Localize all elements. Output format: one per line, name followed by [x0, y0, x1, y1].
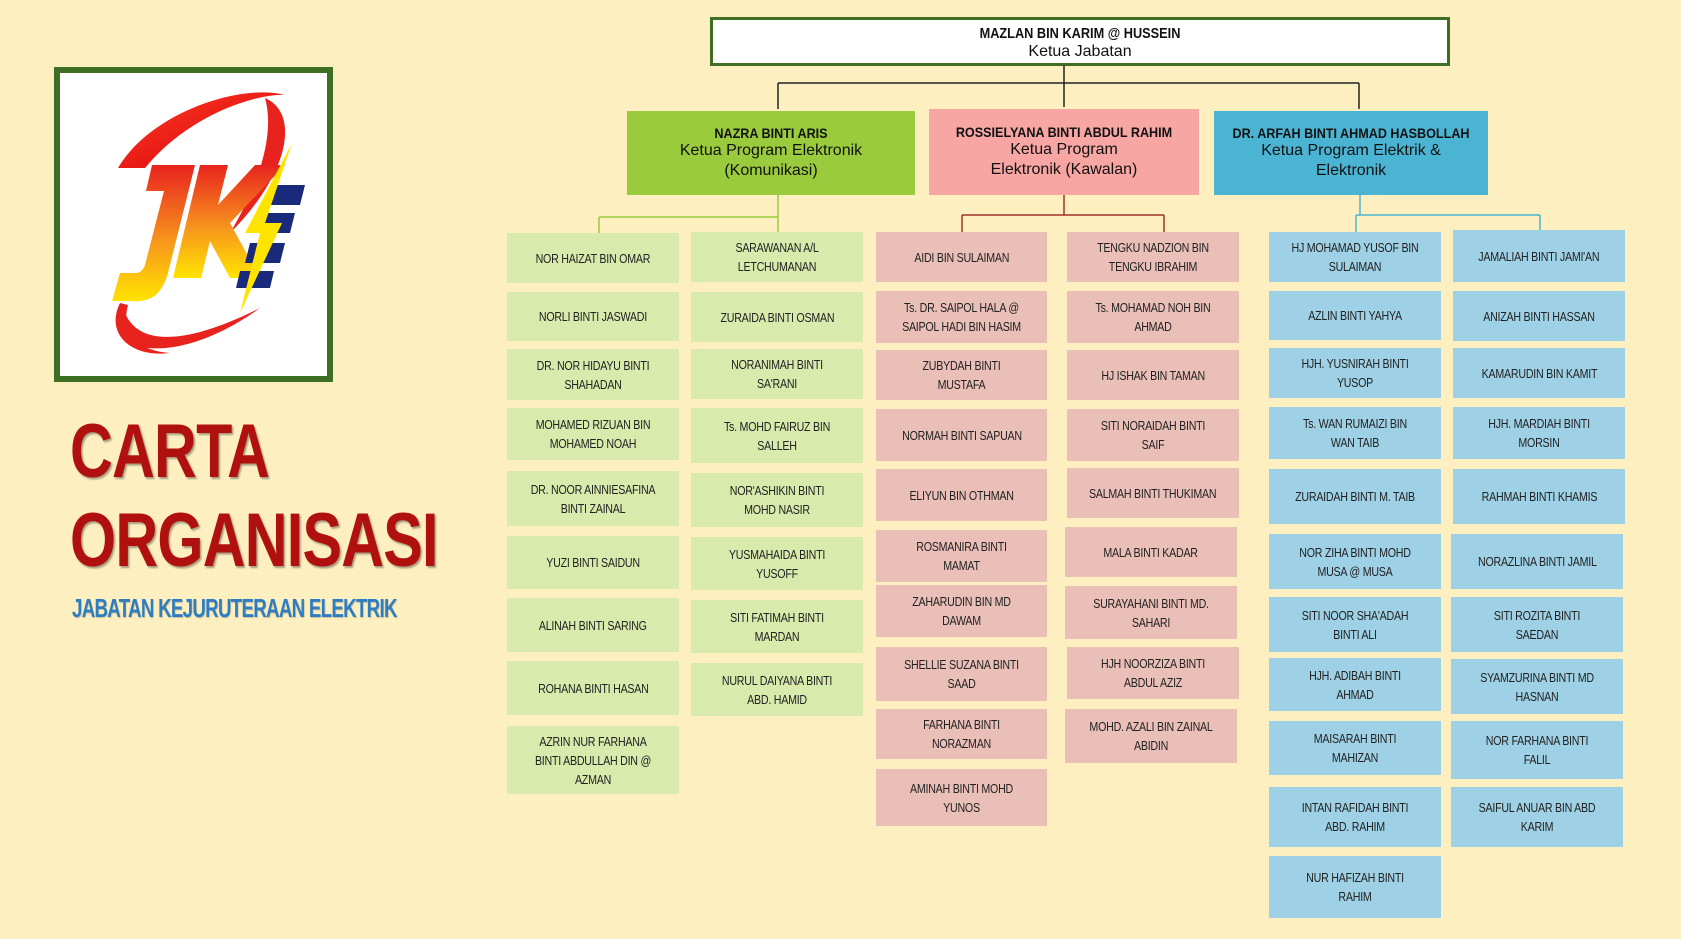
staff-node: NOR'ASHIKIN BINTI MOHD NASIR — [691, 473, 863, 527]
program-head-name: ROSSIELYANA BINTI ABDUL RAHIM — [955, 124, 1173, 140]
staff-node: ANIZAH BINTI HASSAN — [1453, 291, 1625, 341]
staff-node: AIDI BIN SULAIMAN — [876, 232, 1047, 282]
staff-node: KAMARUDIN BIN KAMIT — [1453, 348, 1625, 398]
title-line-1: CARTA — [70, 409, 270, 494]
staff-node: FARHANA BINTI NORAZMAN — [876, 709, 1047, 759]
program-head-role: Ketua Program Elektrik & Elektronik — [1261, 142, 1441, 179]
staff-node: SARAWANAN A/L LETCHUMANAN — [691, 232, 863, 282]
staff-node: ALINAH BINTI SARING — [507, 598, 679, 652]
staff-node: HJH. MARDIAH BINTI MORSIN — [1453, 407, 1625, 459]
logo-frame — [54, 67, 333, 382]
staff-node: HJH NOORZIZA BINTI ABDUL AZIZ — [1067, 647, 1239, 699]
staff-node: MAISARAH BINTI MAHIZAN — [1269, 721, 1441, 775]
staff-node: DR. NOR HIDAYU BINTI SHAHADAN — [507, 349, 679, 400]
program-head-elektrik-elektronik: DR. ARFAH BINTI AHMAD HASBOLLAH Ketua Pr… — [1214, 111, 1488, 195]
blue-connectors — [1355, 195, 1541, 233]
staff-node: YUSMAHAIDA BINTI YUSOFF — [691, 537, 863, 590]
staff-node: ROSMANIRA BINTI MAMAT — [876, 530, 1047, 582]
staff-node: ZUBYDAH BINTI MUSTAFA — [876, 350, 1047, 400]
head-role: Ketua Jabatan — [1028, 43, 1132, 60]
staff-node: NORANIMAH BINTI SA'RANI — [691, 349, 863, 399]
staff-node: NUR HAFIZAH BINTI RAHIM — [1269, 856, 1441, 918]
staff-node: RAHMAH BINTI KHAMIS — [1453, 469, 1625, 524]
staff-node: NORLI BINTI JASWADI — [507, 292, 679, 341]
staff-node: DR. NOOR AINNIESAFINA BINTI ZAINAL — [507, 471, 679, 526]
staff-node: Ts. WAN RUMAIZI BIN WAN TAIB — [1269, 407, 1441, 459]
staff-node: AZLIN BINTI YAHYA — [1269, 291, 1441, 340]
staff-node: SURAYAHANI BINTI MD. SAHARI — [1065, 586, 1237, 639]
staff-node: NURUL DAIYANA BINTI ABD. HAMID — [691, 663, 863, 716]
staff-node: ZAHARUDIN BIN MD DAWAM — [876, 585, 1047, 637]
staff-node: SAIFUL ANUAR BIN ABD KARIM — [1451, 787, 1623, 847]
program-head-komunikasi: NAZRA BINTI ARIS Ketua Program Elektroni… — [627, 111, 915, 195]
head-name: MAZLAN BIN KARIM @ HUSSEIN — [979, 25, 1181, 42]
staff-node: ROHANA BINTI HASAN — [507, 661, 679, 715]
staff-node: MOHD. AZALI BIN ZAINAL ABIDIN — [1065, 709, 1237, 763]
staff-node: HJH. YUSNIRAH BINTI YUSOP — [1269, 348, 1441, 398]
staff-node: MOHAMED RIZUAN BIN MOHAMED NOAH — [507, 408, 679, 460]
jke-logo-icon — [112, 92, 305, 354]
program-head-role: Ketua Program Elektronik (Komunikasi) — [679, 142, 863, 179]
head-connectors — [777, 66, 1360, 109]
staff-node: Ts. MOHAMAD NOH BIN AHMAD — [1067, 291, 1239, 343]
staff-node: ZURAIDAH BINTI M. TAIB — [1269, 469, 1441, 524]
staff-node: AZRIN NUR FARHANA BINTI ABDULLAH DIN @ A… — [507, 726, 679, 794]
program-head-name: DR. ARFAH BINTI AHMAD HASBOLLAH — [1232, 125, 1470, 141]
staff-node: NOR HAIZAT BIN OMAR — [507, 233, 679, 283]
staff-node: MALA BINTI KADAR — [1065, 527, 1237, 577]
program-head-kawalan: ROSSIELYANA BINTI ABDUL RAHIM Ketua Prog… — [929, 109, 1199, 195]
green-connectors — [598, 195, 779, 233]
head-of-department-box: MAZLAN BIN KARIM @ HUSSEIN Ketua Jabatan — [710, 17, 1450, 66]
title-line-2: ORGANISASI — [70, 498, 438, 583]
staff-node: HJ ISHAK BIN TAMAN — [1067, 350, 1239, 400]
staff-node: JAMALIAH BINTI JAMI'AN — [1453, 230, 1625, 282]
staff-node: SITI NORAIDAH BINTI SAIF — [1067, 409, 1239, 461]
staff-node: Ts. DR. SAIPOL HALA @ SAIPOL HADI BIN HA… — [876, 291, 1047, 343]
staff-node: SITI NOOR SHA'ADAH BINTI ALI — [1269, 597, 1441, 652]
staff-node: AMINAH BINTI MOHD YUNOS — [876, 769, 1047, 826]
program-head-role: Ketua Program Elektronik (Kawalan) — [990, 141, 1138, 178]
staff-node: NORAZLINA BINTI JAMIL — [1451, 534, 1623, 589]
staff-node: SITI FATIMAH BINTI MARDAN — [691, 600, 863, 653]
staff-node: HJ MOHAMAD YUSOF BIN SULAIMAN — [1269, 232, 1441, 282]
staff-node: NORMAH BINTI SAPUAN — [876, 409, 1047, 461]
staff-node: SITI ROZITA BINTI SAEDAN — [1451, 597, 1623, 652]
staff-node: Ts. MOHD FAIRUZ BIN SALLEH — [691, 408, 863, 463]
program-head-name: NAZRA BINTI ARIS — [714, 125, 828, 141]
staff-node: NOR FARHANA BINTI FALIL — [1451, 721, 1623, 779]
staff-node: SYAMZURINA BINTI MD HASNAN — [1451, 659, 1623, 714]
staff-node: ZURAIDA BINTI OSMAN — [691, 292, 863, 342]
staff-node: SHELLIE SUZANA BINTI SAAD — [876, 647, 1047, 701]
department-subtitle: JABATAN KEJURUTERAAN ELEKTRIK — [72, 593, 397, 623]
staff-node: INTAN RAFIDAH BINTI ABD. RAHIM — [1269, 787, 1441, 847]
staff-node: SALMAH BINTI THUKIMAN — [1067, 468, 1239, 518]
staff-node: HJH. ADIBAH BINTI AHMAD — [1269, 658, 1441, 711]
staff-node: NOR ZIHA BINTI MOHD MUSA @ MUSA — [1269, 534, 1441, 589]
staff-node: TENGKU NADZION BIN TENGKU IBRAHIM — [1067, 232, 1239, 282]
staff-node: ELIYUN BIN OTHMAN — [876, 469, 1047, 521]
staff-node: YUZI BINTI SAIDUN — [507, 536, 679, 589]
pink-connectors — [961, 195, 1165, 233]
